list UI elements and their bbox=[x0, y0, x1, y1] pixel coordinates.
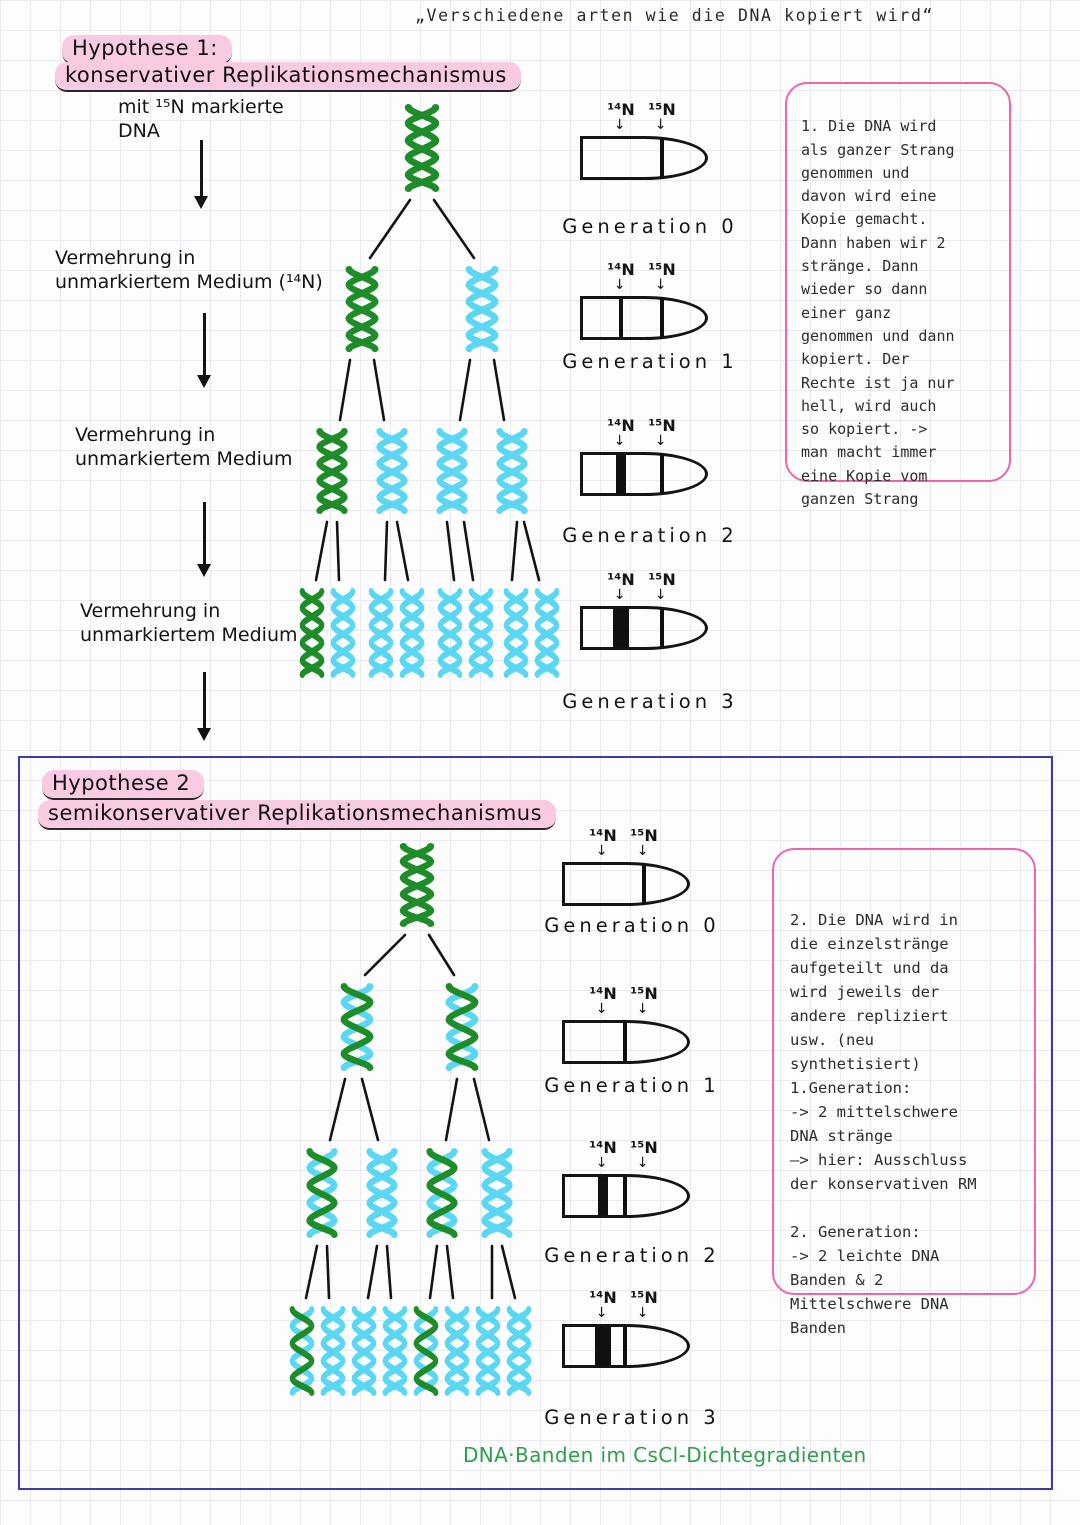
page-title: „Verschiedene arten wie die DNA kopiert … bbox=[415, 6, 935, 25]
dna-helix-cyan bbox=[349, 1306, 379, 1396]
dna-helix-cyan bbox=[473, 1306, 503, 1396]
n15-label: ¹⁵N bbox=[630, 984, 657, 1003]
note-box-2: 2. Die DNA wird in die einzelstränge auf… bbox=[772, 848, 1036, 1337]
test-tube bbox=[580, 606, 708, 650]
generation-caption: Generation 1 bbox=[544, 1074, 720, 1097]
n15-label: ¹⁵N bbox=[630, 826, 657, 845]
density-band-n15 bbox=[659, 139, 665, 177]
n14-label: ¹⁴N bbox=[607, 416, 634, 435]
step-label: Vermehrung in unmarkiertem Medium (¹⁴N) bbox=[55, 247, 323, 293]
dna-helix-cyan bbox=[380, 1306, 410, 1396]
n14-label: ¹⁴N bbox=[607, 100, 634, 119]
dna-helix-cyan bbox=[373, 428, 411, 514]
dna-helix-cyan bbox=[328, 588, 358, 678]
hypothesis2-frame bbox=[18, 756, 1053, 1490]
hypothesis2-subheading: semikonservativer Replikationsmechanismu… bbox=[38, 800, 557, 830]
down-arrow bbox=[203, 672, 206, 730]
density-band-mid bbox=[622, 1327, 628, 1365]
dna-helix-green bbox=[297, 588, 327, 678]
density-band-n15 bbox=[641, 865, 647, 903]
dna-helix-hybrid bbox=[411, 1306, 441, 1396]
n14-label: ¹⁴N bbox=[589, 826, 616, 845]
dna-helix-cyan bbox=[532, 588, 562, 678]
down-arrow bbox=[200, 140, 203, 198]
dna-helix-hybrid bbox=[287, 1306, 317, 1396]
n15-label: ¹⁵N bbox=[648, 100, 675, 119]
generation-caption: Generation 3 bbox=[562, 690, 738, 713]
dna-helix-green bbox=[313, 428, 351, 514]
density-band-n15 bbox=[659, 455, 665, 493]
n14-label: ¹⁴N bbox=[589, 1288, 616, 1307]
hypothesis1-subheading: konservativer Replikationsmechanismus bbox=[55, 62, 521, 92]
dna-helix-cyan bbox=[442, 1306, 472, 1396]
note-2-text: 2. Die DNA wird in die einzelstränge auf… bbox=[790, 911, 977, 1337]
step-label: Vermehrung in unmarkiertem Medium bbox=[80, 600, 298, 646]
n15-label: ¹⁵N bbox=[648, 570, 675, 589]
down-arrow bbox=[203, 313, 206, 377]
n15-label: ¹⁵N bbox=[630, 1288, 657, 1307]
dna-helix-cyan bbox=[318, 1306, 348, 1396]
generation-caption: Generation 2 bbox=[544, 1244, 720, 1267]
dna-helix-cyan bbox=[478, 1148, 516, 1238]
test-tube bbox=[562, 862, 690, 906]
n14-label: ¹⁴N bbox=[589, 1138, 616, 1157]
dna-helix-green bbox=[396, 843, 438, 927]
test-tube bbox=[580, 136, 708, 180]
density-band-n14 bbox=[613, 609, 629, 647]
down-arrow bbox=[203, 502, 206, 566]
density-band-n15 bbox=[659, 299, 665, 337]
density-band-n15 bbox=[659, 609, 665, 647]
test-tube bbox=[580, 296, 708, 340]
step-label: mit ¹⁵N markierte DNA bbox=[118, 96, 284, 142]
generation-caption: Generation 2 bbox=[562, 524, 738, 547]
dna-helix-cyan bbox=[501, 588, 531, 678]
dna-helix-cyan bbox=[363, 1148, 401, 1238]
generation-caption: Generation 3 bbox=[544, 1406, 720, 1429]
dna-helix-hybrid bbox=[337, 983, 377, 1071]
generation-caption: Generation 0 bbox=[544, 914, 720, 937]
dna-helix-cyan bbox=[466, 588, 496, 678]
n15-label: ¹⁵N bbox=[648, 416, 675, 435]
generation-caption: Generation 1 bbox=[562, 350, 738, 373]
dna-helix-hybrid bbox=[442, 983, 482, 1071]
footer-note: DNA·Banden im CsCl-Dichtegradienten bbox=[463, 1443, 867, 1467]
density-band-n14 bbox=[616, 455, 626, 493]
dna-helix-hybrid bbox=[303, 1148, 341, 1238]
note-box-1: 1. Die DNA wird als ganzer Strang genomm… bbox=[785, 82, 1011, 508]
step-label: Vermehrung in unmarkiertem Medium bbox=[75, 424, 293, 470]
note-1-text: 1. Die DNA wird als ganzer Strang genomm… bbox=[801, 117, 955, 509]
test-tube bbox=[562, 1324, 690, 1368]
n14-label: ¹⁴N bbox=[607, 260, 634, 279]
density-band-n14 bbox=[618, 299, 624, 337]
test-tube bbox=[562, 1020, 690, 1064]
dna-helix-green bbox=[342, 266, 382, 352]
n15-label: ¹⁵N bbox=[648, 260, 675, 279]
dna-helix-cyan bbox=[504, 1306, 534, 1396]
n15-label: ¹⁵N bbox=[630, 1138, 657, 1157]
dna-helix-cyan bbox=[493, 428, 531, 514]
test-tube bbox=[562, 1174, 690, 1218]
density-band-mid bbox=[622, 1023, 628, 1061]
dna-helix-cyan bbox=[366, 588, 396, 678]
generation-caption: Generation 0 bbox=[562, 215, 738, 238]
test-tube bbox=[580, 452, 708, 496]
density-band-n14 bbox=[598, 1177, 608, 1215]
dna-helix-cyan bbox=[397, 588, 427, 678]
hypothesis2-heading: Hypothese 2 bbox=[42, 770, 205, 800]
dna-helix-cyan bbox=[433, 428, 471, 514]
dna-helix-cyan bbox=[462, 266, 502, 352]
hypothesis1-heading: Hypothese 1: bbox=[62, 35, 232, 65]
n14-label: ¹⁴N bbox=[589, 984, 616, 1003]
dna-helix-hybrid bbox=[423, 1148, 461, 1238]
n14-label: ¹⁴N bbox=[607, 570, 634, 589]
dna-helix-cyan bbox=[435, 588, 465, 678]
density-band-n14 bbox=[595, 1327, 611, 1365]
dna-helix-green bbox=[401, 104, 443, 192]
density-band-mid bbox=[622, 1177, 628, 1215]
